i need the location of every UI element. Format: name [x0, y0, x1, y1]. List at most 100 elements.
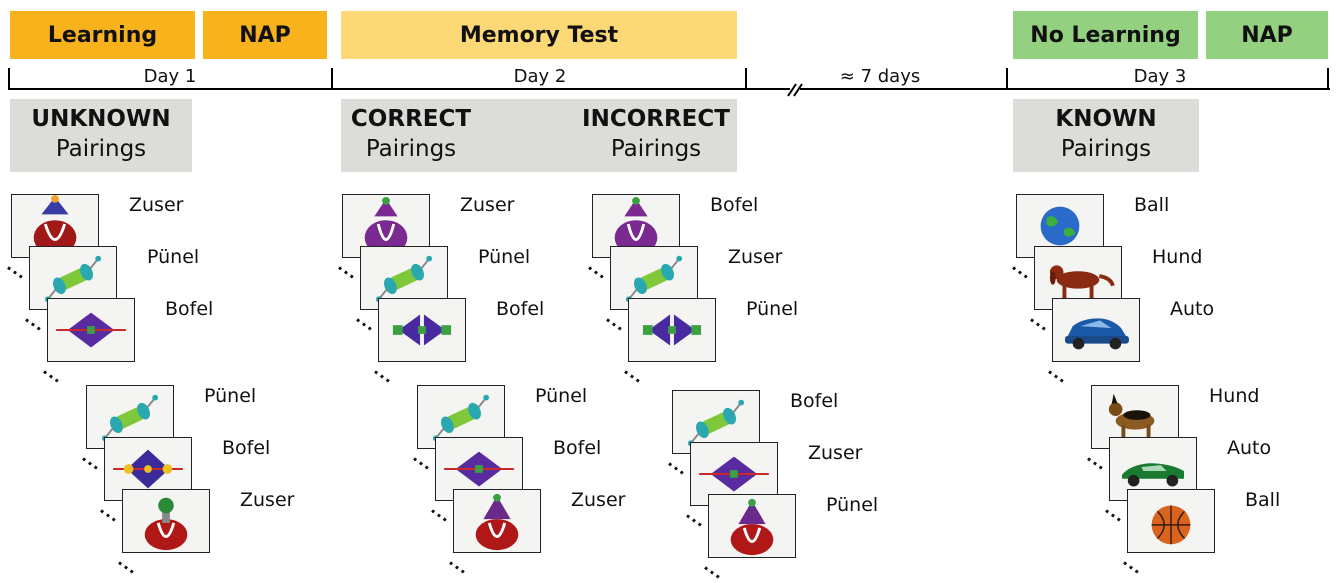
- stimulus-card: [1034, 246, 1122, 310]
- object-image: [1065, 318, 1129, 350]
- category-incorrect-sub: Pairings: [610, 136, 702, 162]
- ellipsis-icon: ...: [114, 550, 143, 579]
- word-label: Auto: [1227, 437, 1272, 459]
- ellipsis-icon: ...: [664, 451, 693, 480]
- category-unknown: UNKNOWN Pairings: [10, 104, 192, 164]
- phase-learning-label: Learning: [47, 22, 158, 48]
- object-image: [699, 456, 769, 492]
- ellipsis-icon: ...: [96, 498, 125, 527]
- stimulus-card: [708, 494, 796, 558]
- category-known: KNOWN Pairings: [1013, 104, 1199, 164]
- object-image: [113, 449, 183, 489]
- category-unknown-title: UNKNOWN: [31, 106, 171, 132]
- word-label: Bofel: [165, 298, 214, 320]
- timeline-tick: [745, 68, 747, 90]
- correct-incorrect-box: [341, 99, 737, 172]
- phase-nap-2: NAP: [1206, 11, 1328, 59]
- stimulus-card: [453, 489, 541, 553]
- word-label: Pünel: [204, 385, 257, 407]
- ellipsis-icon: ...: [1044, 359, 1073, 388]
- word-label: Pünel: [147, 246, 200, 268]
- ellipsis-icon: ...: [334, 255, 363, 284]
- object-image: [730, 498, 774, 556]
- stimulus-card: [122, 489, 210, 553]
- object-image: [432, 394, 490, 442]
- gap-label: ≈ 7 days: [839, 66, 921, 87]
- timeline-tick: [8, 68, 10, 90]
- word-label: Bofel: [496, 298, 545, 320]
- timeline-break-icon: [787, 83, 803, 97]
- word-label: Zuser: [728, 246, 783, 268]
- unknown-box: [10, 99, 192, 172]
- timeline-tick: [1327, 68, 1329, 90]
- object-image: [625, 255, 683, 303]
- category-unknown-sub: Pairings: [55, 136, 147, 162]
- word-label: Hund: [1209, 385, 1260, 407]
- stimulus-card: [1052, 298, 1140, 362]
- timeline-tick: [331, 68, 333, 90]
- category-incorrect-title: INCORRECT: [582, 106, 730, 132]
- word-label: Zuser: [571, 489, 626, 511]
- word-label: Pünel: [826, 494, 879, 516]
- word-label: Bofel: [790, 390, 839, 412]
- word-label: Zuser: [808, 442, 863, 464]
- object-image: [101, 394, 159, 442]
- category-known-sub: Pairings: [1060, 136, 1152, 162]
- stimulus-card: [1127, 489, 1215, 553]
- word-label: Ball: [1245, 489, 1281, 511]
- word-label: Bofel: [710, 194, 759, 216]
- object-image: [475, 493, 519, 551]
- known-box: [1013, 99, 1199, 172]
- object-image: [687, 399, 745, 447]
- word-label: Pünel: [535, 385, 588, 407]
- word-label: Zuser: [460, 194, 515, 216]
- ellipsis-icon: ...: [3, 255, 32, 284]
- object-image: [1049, 265, 1115, 300]
- phase-nap-1: NAP: [203, 11, 327, 59]
- word-label: Pünel: [746, 298, 799, 320]
- object-image: [444, 451, 514, 487]
- word-label: Ball: [1134, 194, 1170, 216]
- day2-label: Day 2: [513, 66, 567, 87]
- word-label: Auto: [1170, 298, 1215, 320]
- word-label: Pünel: [478, 246, 531, 268]
- category-correct-title: CORRECT: [350, 106, 472, 132]
- category-known-title: KNOWN: [1055, 106, 1157, 132]
- object-image: [44, 255, 102, 303]
- ellipsis-icon: ...: [584, 255, 613, 284]
- day3-label: Day 3: [1133, 66, 1187, 87]
- object-image: [1151, 505, 1191, 545]
- ellipsis-icon: ...: [78, 446, 107, 475]
- word-label: Bofel: [222, 437, 271, 459]
- object-image: [375, 255, 433, 303]
- ellipsis-icon: ...: [21, 307, 50, 336]
- phase-learning: Learning: [10, 11, 195, 59]
- phase-nap-1-label: NAP: [239, 22, 291, 48]
- ellipsis-icon: ...: [352, 307, 381, 336]
- phase-no-learning-label: No Learning: [1030, 22, 1181, 48]
- word-label: Zuser: [240, 489, 295, 511]
- object-image: [1108, 393, 1155, 441]
- phase-memory-test-label: Memory Test: [459, 22, 619, 48]
- stimulus-card: [378, 298, 466, 362]
- phase-memory-test: Memory Test: [341, 11, 737, 59]
- word-label: Zuser: [129, 194, 184, 216]
- timeline-tick: [1006, 68, 1008, 90]
- stimulus-card: [47, 298, 135, 362]
- ellipsis-icon: ...: [409, 446, 438, 475]
- phase-no-learning: No Learning: [1013, 11, 1198, 59]
- ellipsis-icon: ...: [1083, 446, 1112, 475]
- ellipsis-icon: ...: [427, 498, 456, 527]
- word-label: Hund: [1152, 246, 1203, 268]
- category-correct: CORRECT Pairings: [341, 104, 481, 164]
- ellipsis-icon: ...: [39, 359, 68, 388]
- object-image: [642, 314, 702, 346]
- day1-label: Day 1: [143, 66, 197, 87]
- object-image: [1122, 463, 1184, 487]
- ellipsis-icon: ...: [1026, 307, 1055, 336]
- word-label: Bofel: [553, 437, 602, 459]
- ellipsis-icon: ...: [602, 307, 631, 336]
- ellipsis-icon: ...: [1008, 255, 1037, 284]
- object-image: [1040, 206, 1080, 246]
- ellipsis-icon: ...: [620, 359, 649, 388]
